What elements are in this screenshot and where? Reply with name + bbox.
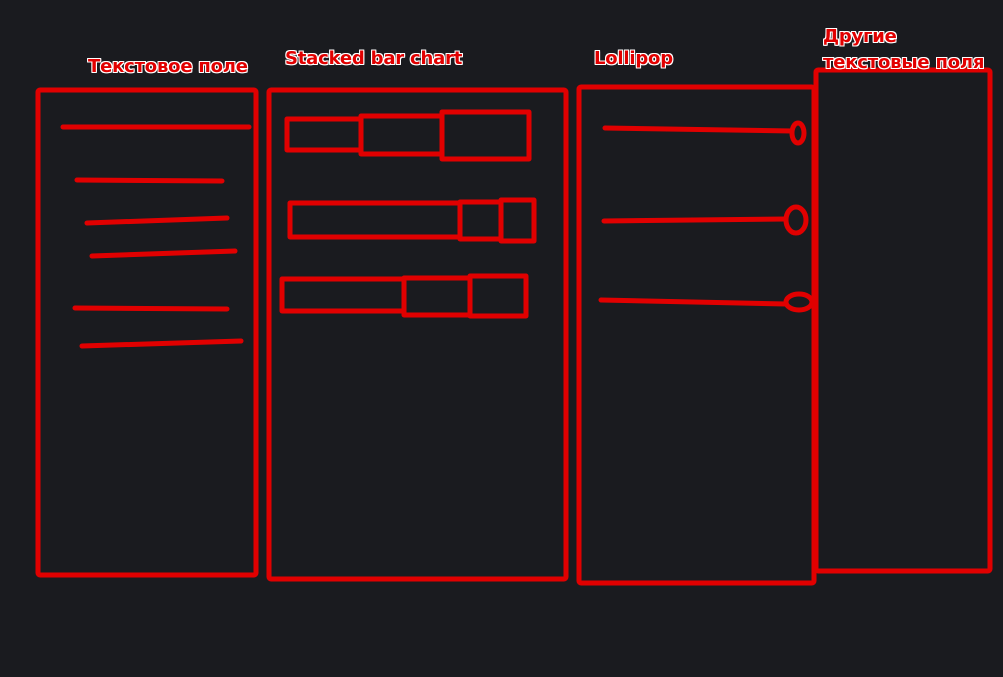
text-line-6 <box>79 338 244 349</box>
lollipop-head-3 <box>783 291 815 313</box>
text-field-panel-title: Текстовое поле <box>88 56 248 78</box>
lollipop-panel-frame <box>576 84 817 586</box>
stacked-bar-row-2-segment-1 <box>287 200 463 240</box>
text-field-panel <box>35 87 259 578</box>
stacked-bar-panel-title-text: Stacked bar chart <box>285 48 463 69</box>
stacked-bar-row-2-segment-3 <box>498 197 537 244</box>
text-field-panel-frame <box>35 87 259 578</box>
lollipop-head-2 <box>783 204 809 236</box>
lollipop-panel-title-text: Lollipop <box>594 48 673 69</box>
text-line-5 <box>72 305 230 312</box>
text-field-panel-title-text: Текстовое поле <box>88 56 248 77</box>
stacked-bar-panel-title: Stacked bar chart <box>285 48 462 70</box>
lollipop-stick-1 <box>602 125 795 134</box>
lollipop-panel-title: Lollipop <box>594 48 673 70</box>
other-text-fields-panel-frame <box>813 67 993 574</box>
other-text-fields-title-line-1: Другие <box>823 26 897 47</box>
other-text-fields-panel <box>813 67 993 574</box>
text-line-3 <box>84 215 230 226</box>
text-line-2 <box>74 177 225 184</box>
stacked-bar-row-3-segment-1 <box>279 276 407 314</box>
stacked-bar-row-3-segment-2 <box>401 275 473 318</box>
stacked-bar-row-3-segment-3 <box>467 273 529 319</box>
lollipop-stick-2 <box>601 216 789 224</box>
stacked-bar-panel <box>266 87 569 582</box>
lollipop-stick-3 <box>598 297 789 307</box>
stacked-bar-row-1-segment-3 <box>439 109 532 162</box>
lollipop-panel <box>576 84 817 586</box>
text-line-4 <box>89 248 238 259</box>
other-text-fields-panel-title: Другие текстовые поля <box>823 24 984 76</box>
stacked-bar-row-2-segment-2 <box>457 199 504 242</box>
stacked-bar-row-1-segment-2 <box>358 113 445 157</box>
lollipop-head-1 <box>789 120 807 146</box>
stacked-bar-row-1-segment-1 <box>284 116 364 153</box>
other-text-fields-title-line-2: текстовые поля <box>823 52 985 73</box>
stacked-bar-panel-frame <box>266 87 569 582</box>
